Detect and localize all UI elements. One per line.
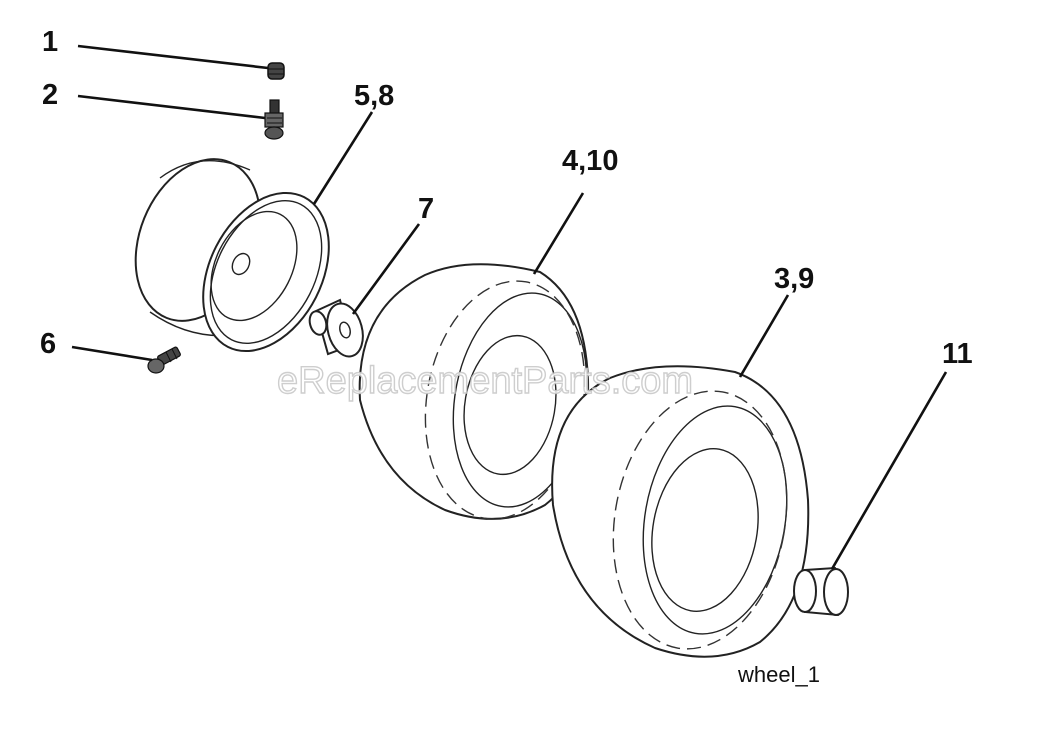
- part-valve-cap: [267, 62, 285, 80]
- leader-line-1: [77, 44, 269, 70]
- watermark: eReplacementParts.com: [277, 360, 693, 402]
- callout-label-11: 11: [942, 338, 973, 370]
- diagram-caption: wheel_1: [737, 662, 820, 687]
- callout-label-6: 6: [40, 328, 56, 360]
- leader-line-7: [351, 223, 421, 315]
- callout-label-3-9: 3,9: [774, 263, 814, 295]
- leader-line-5-8: [312, 111, 374, 205]
- leader-line-4-10: [532, 192, 585, 275]
- leader-line-2: [77, 94, 266, 120]
- leader-line-6: [71, 345, 153, 362]
- callout-label-7: 7: [418, 193, 434, 225]
- callout-label-1: 1: [42, 26, 58, 58]
- callout-label-4-10: 4,10: [562, 145, 618, 177]
- part-bushing: [308, 298, 364, 358]
- part-bolt: [147, 346, 181, 374]
- part-tire-rear: [551, 365, 810, 658]
- leader-line-3-9: [738, 294, 790, 378]
- callout-label-5-8: 5,8: [354, 80, 394, 112]
- callout-label-2: 2: [42, 79, 58, 111]
- part-hub-sleeve: [793, 566, 849, 617]
- part-rim: [134, 158, 330, 353]
- part-valve-stem: [264, 99, 284, 140]
- leader-line-11: [830, 371, 948, 570]
